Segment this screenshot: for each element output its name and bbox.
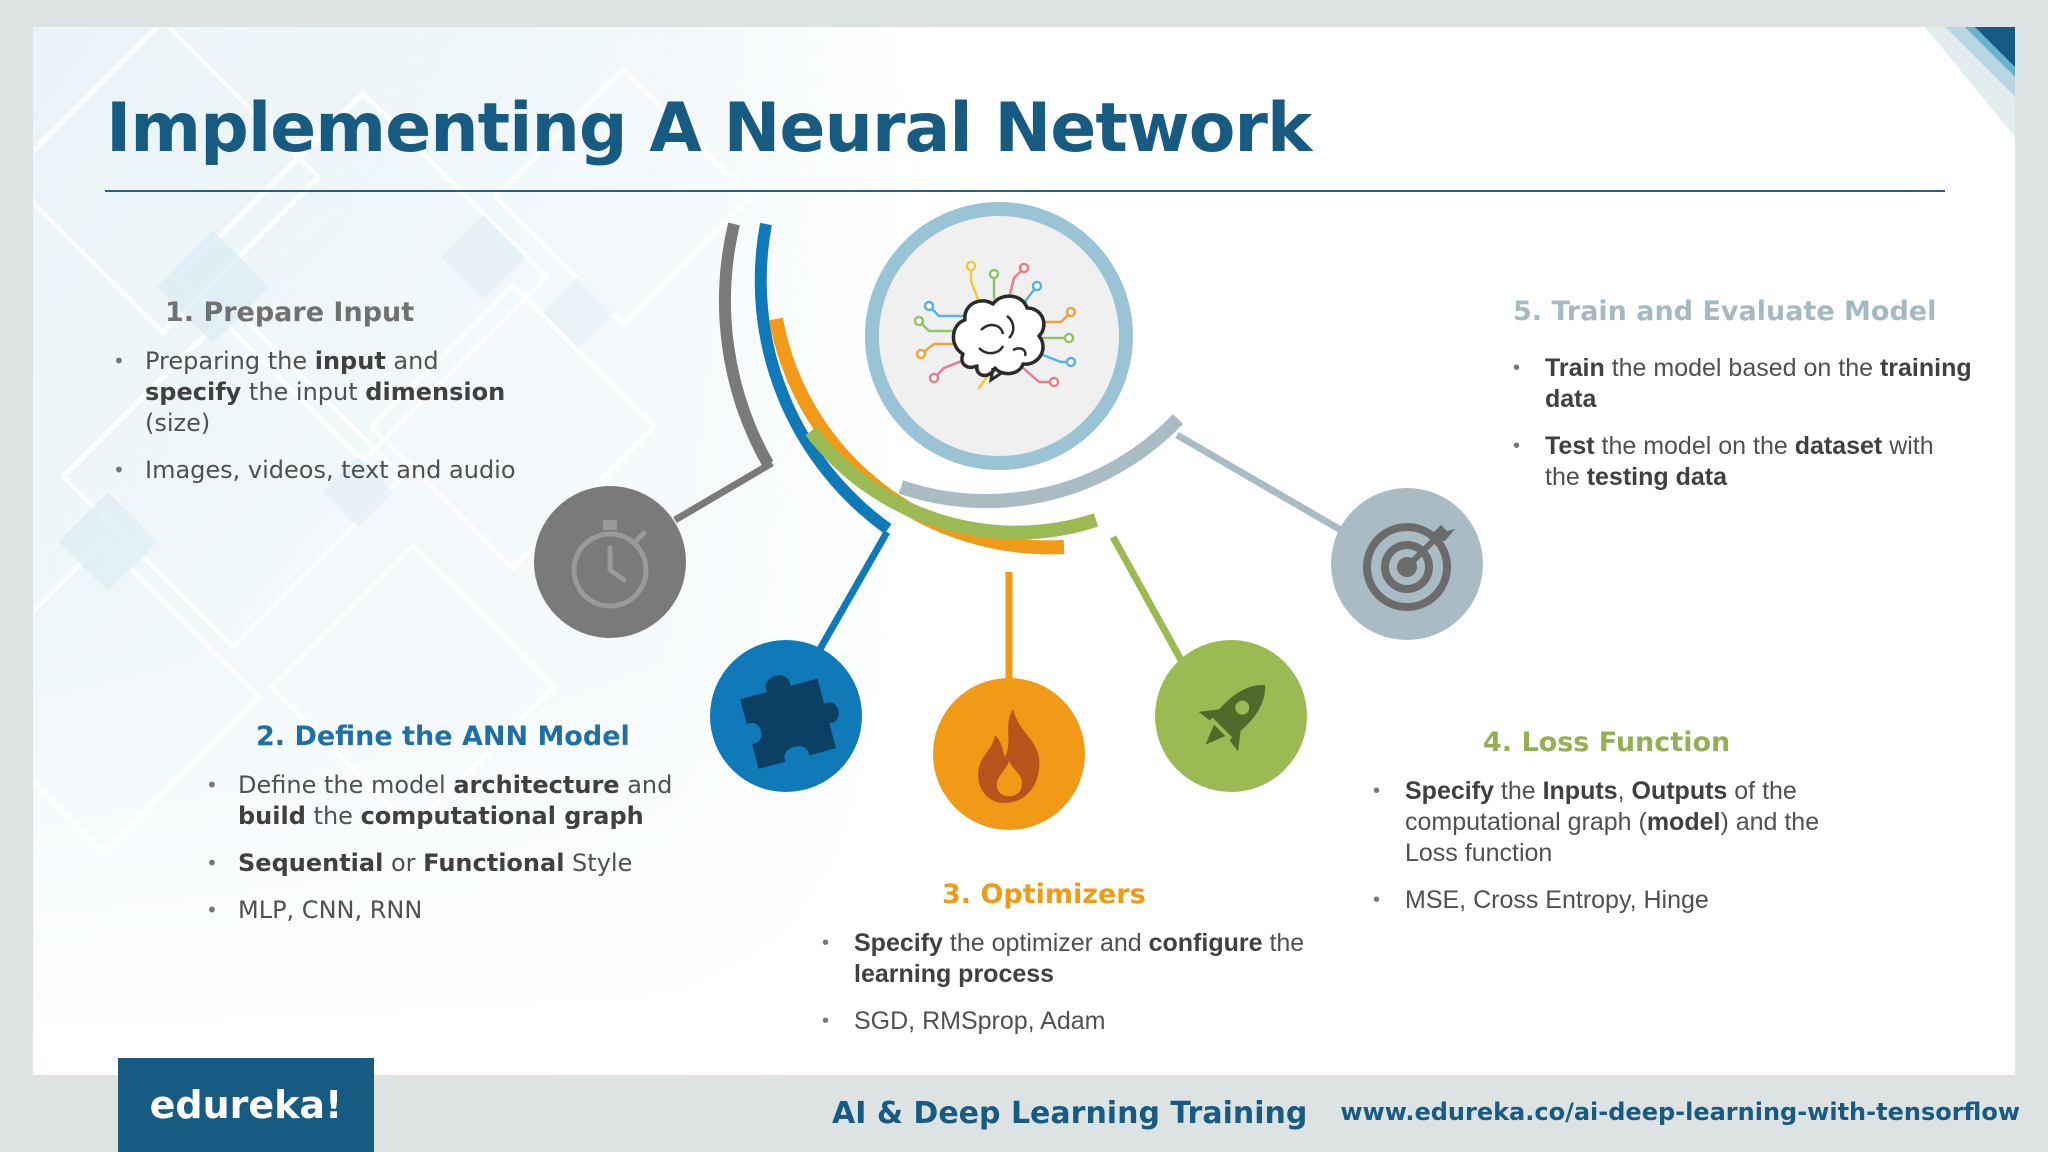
step3-title: 3. Optimizers: [942, 879, 1146, 910]
stopwatch-icon: [571, 520, 649, 609]
text: Style: [564, 849, 633, 877]
text-bold: Inputs: [1542, 777, 1618, 805]
text-bold: dimension: [365, 378, 506, 406]
text: the model on the: [1594, 432, 1795, 460]
step3-bullet-2: SGD, RMSprop, Adam: [822, 1006, 1382, 1037]
text-bold: Specify: [854, 929, 943, 957]
text: the: [305, 802, 361, 830]
connector-step4: [1109, 535, 1185, 662]
step2-bullets: Define the model architecture and build …: [206, 770, 706, 926]
step3-bullet-1: Specify the optimizer and configure the …: [822, 928, 1382, 990]
footer-course-title: AI & Deep Learning Training: [832, 1096, 1308, 1131]
step2-title: 2. Define the ANN Model: [256, 721, 630, 752]
text: (size): [145, 409, 211, 437]
text-bold: specify: [145, 378, 242, 406]
step3-bullets: Specify the optimizer and configure the …: [822, 928, 1382, 1037]
arc-slate: [898, 414, 1184, 509]
step-train-evaluate: 5. Train and Evaluate Model Train the mo…: [1513, 296, 1973, 509]
step4-bullets: Specify the Inputs, Outputs of the compu…: [1373, 776, 1873, 916]
text-bold: dataset: [1794, 432, 1883, 460]
corner-decoration: [1925, 27, 2015, 137]
text-bold: Outputs: [1631, 777, 1728, 805]
step1-bullets: Preparing the input and specify the inpu…: [113, 346, 533, 486]
text: the model based on the: [1604, 354, 1880, 382]
step-prepare-input: 1. Prepare Input Preparing the input and…: [113, 297, 533, 502]
text-bold: testing data: [1586, 463, 1727, 491]
text-bold: Train: [1545, 354, 1605, 382]
target-icon: [1363, 523, 1455, 611]
flame-icon: [978, 709, 1040, 803]
text: the optimizer and: [942, 929, 1149, 957]
arc-gray: [718, 222, 774, 467]
text: the input: [241, 378, 366, 406]
text-bold: Functional: [423, 849, 565, 877]
edureka-logo: edureka!: [118, 1058, 374, 1152]
text: or: [383, 849, 424, 877]
step-optimizers: 3. Optimizers Specify the optimizer and …: [822, 879, 1382, 1053]
rocket-icon: [1198, 685, 1265, 752]
text-bold: input: [314, 347, 386, 375]
step1-bullet-1: Preparing the input and specify the inpu…: [113, 346, 533, 439]
connector-step5: [1175, 431, 1348, 537]
text: of the computational graph (: [1405, 777, 1797, 836]
text: and: [385, 347, 439, 375]
footer-url-link[interactable]: www.edureka.co/ai-deep-learning-with-ten…: [1340, 1098, 2020, 1126]
neural-network-diagram: [534, 202, 1483, 830]
connector-step2: [812, 530, 891, 658]
step4-title: 4. Loss Function: [1483, 727, 1731, 758]
slide-title: Implementing A Neural Network: [106, 89, 1312, 168]
step5-title: 5. Train and Evaluate Model: [1513, 296, 1937, 327]
text-bold: learning process: [854, 960, 1055, 988]
text-bold: architecture: [453, 771, 620, 799]
step5-bullet-1: Train the model based on the training da…: [1513, 353, 1973, 415]
text: the: [1262, 929, 1305, 957]
text: ,: [1617, 777, 1632, 805]
step2-bullet-2: Sequential or Functional Style: [206, 848, 706, 879]
connector-step1: [673, 459, 774, 524]
step-loss-function: 4. Loss Function Specify the Inputs, Out…: [1373, 727, 1873, 932]
step4-bullet-2: MSE, Cross Entropy, Hinge: [1373, 885, 1873, 916]
text-bold: computational graph: [360, 802, 644, 830]
text-bold: Specify: [1405, 777, 1494, 805]
text-bold: configure: [1148, 929, 1263, 957]
step4-bullet-1: Specify the Inputs, Outputs of the compu…: [1373, 776, 1873, 869]
text: ) and the Loss function: [1405, 808, 1820, 867]
text-bold: build: [238, 802, 306, 830]
text: Define the model: [238, 771, 454, 799]
text-bold: model: [1646, 808, 1721, 836]
text-bold: training data: [1545, 354, 1972, 413]
step5-bullet-2: Test the model on the dataset with the t…: [1513, 431, 1973, 493]
text: the: [1493, 777, 1543, 805]
step5-bullets: Train the model based on the training da…: [1513, 353, 1973, 493]
text: Preparing the: [145, 347, 315, 375]
text: and: [619, 771, 673, 799]
slide: Implementing A Neural Network: [33, 27, 2015, 1075]
step2-bullet-1: Define the model architecture and build …: [206, 770, 706, 832]
step2-bullet-3: MLP, CNN, RNN: [206, 895, 706, 926]
brain-circuit-icon: [913, 260, 1077, 390]
arc-green: [805, 426, 1099, 540]
puzzle-icon: [740, 675, 839, 769]
title-rule: [105, 190, 1945, 192]
text-bold: Test: [1545, 432, 1595, 460]
step-define-model: 2. Define the ANN Model Define the model…: [206, 721, 706, 942]
text-bold: Sequential: [238, 849, 384, 877]
step1-title: 1. Prepare Input: [165, 297, 415, 328]
arc-blue: [754, 222, 892, 534]
step1-bullet-2: Images, videos, text and audio: [113, 455, 533, 486]
text: with the: [1545, 432, 1934, 491]
